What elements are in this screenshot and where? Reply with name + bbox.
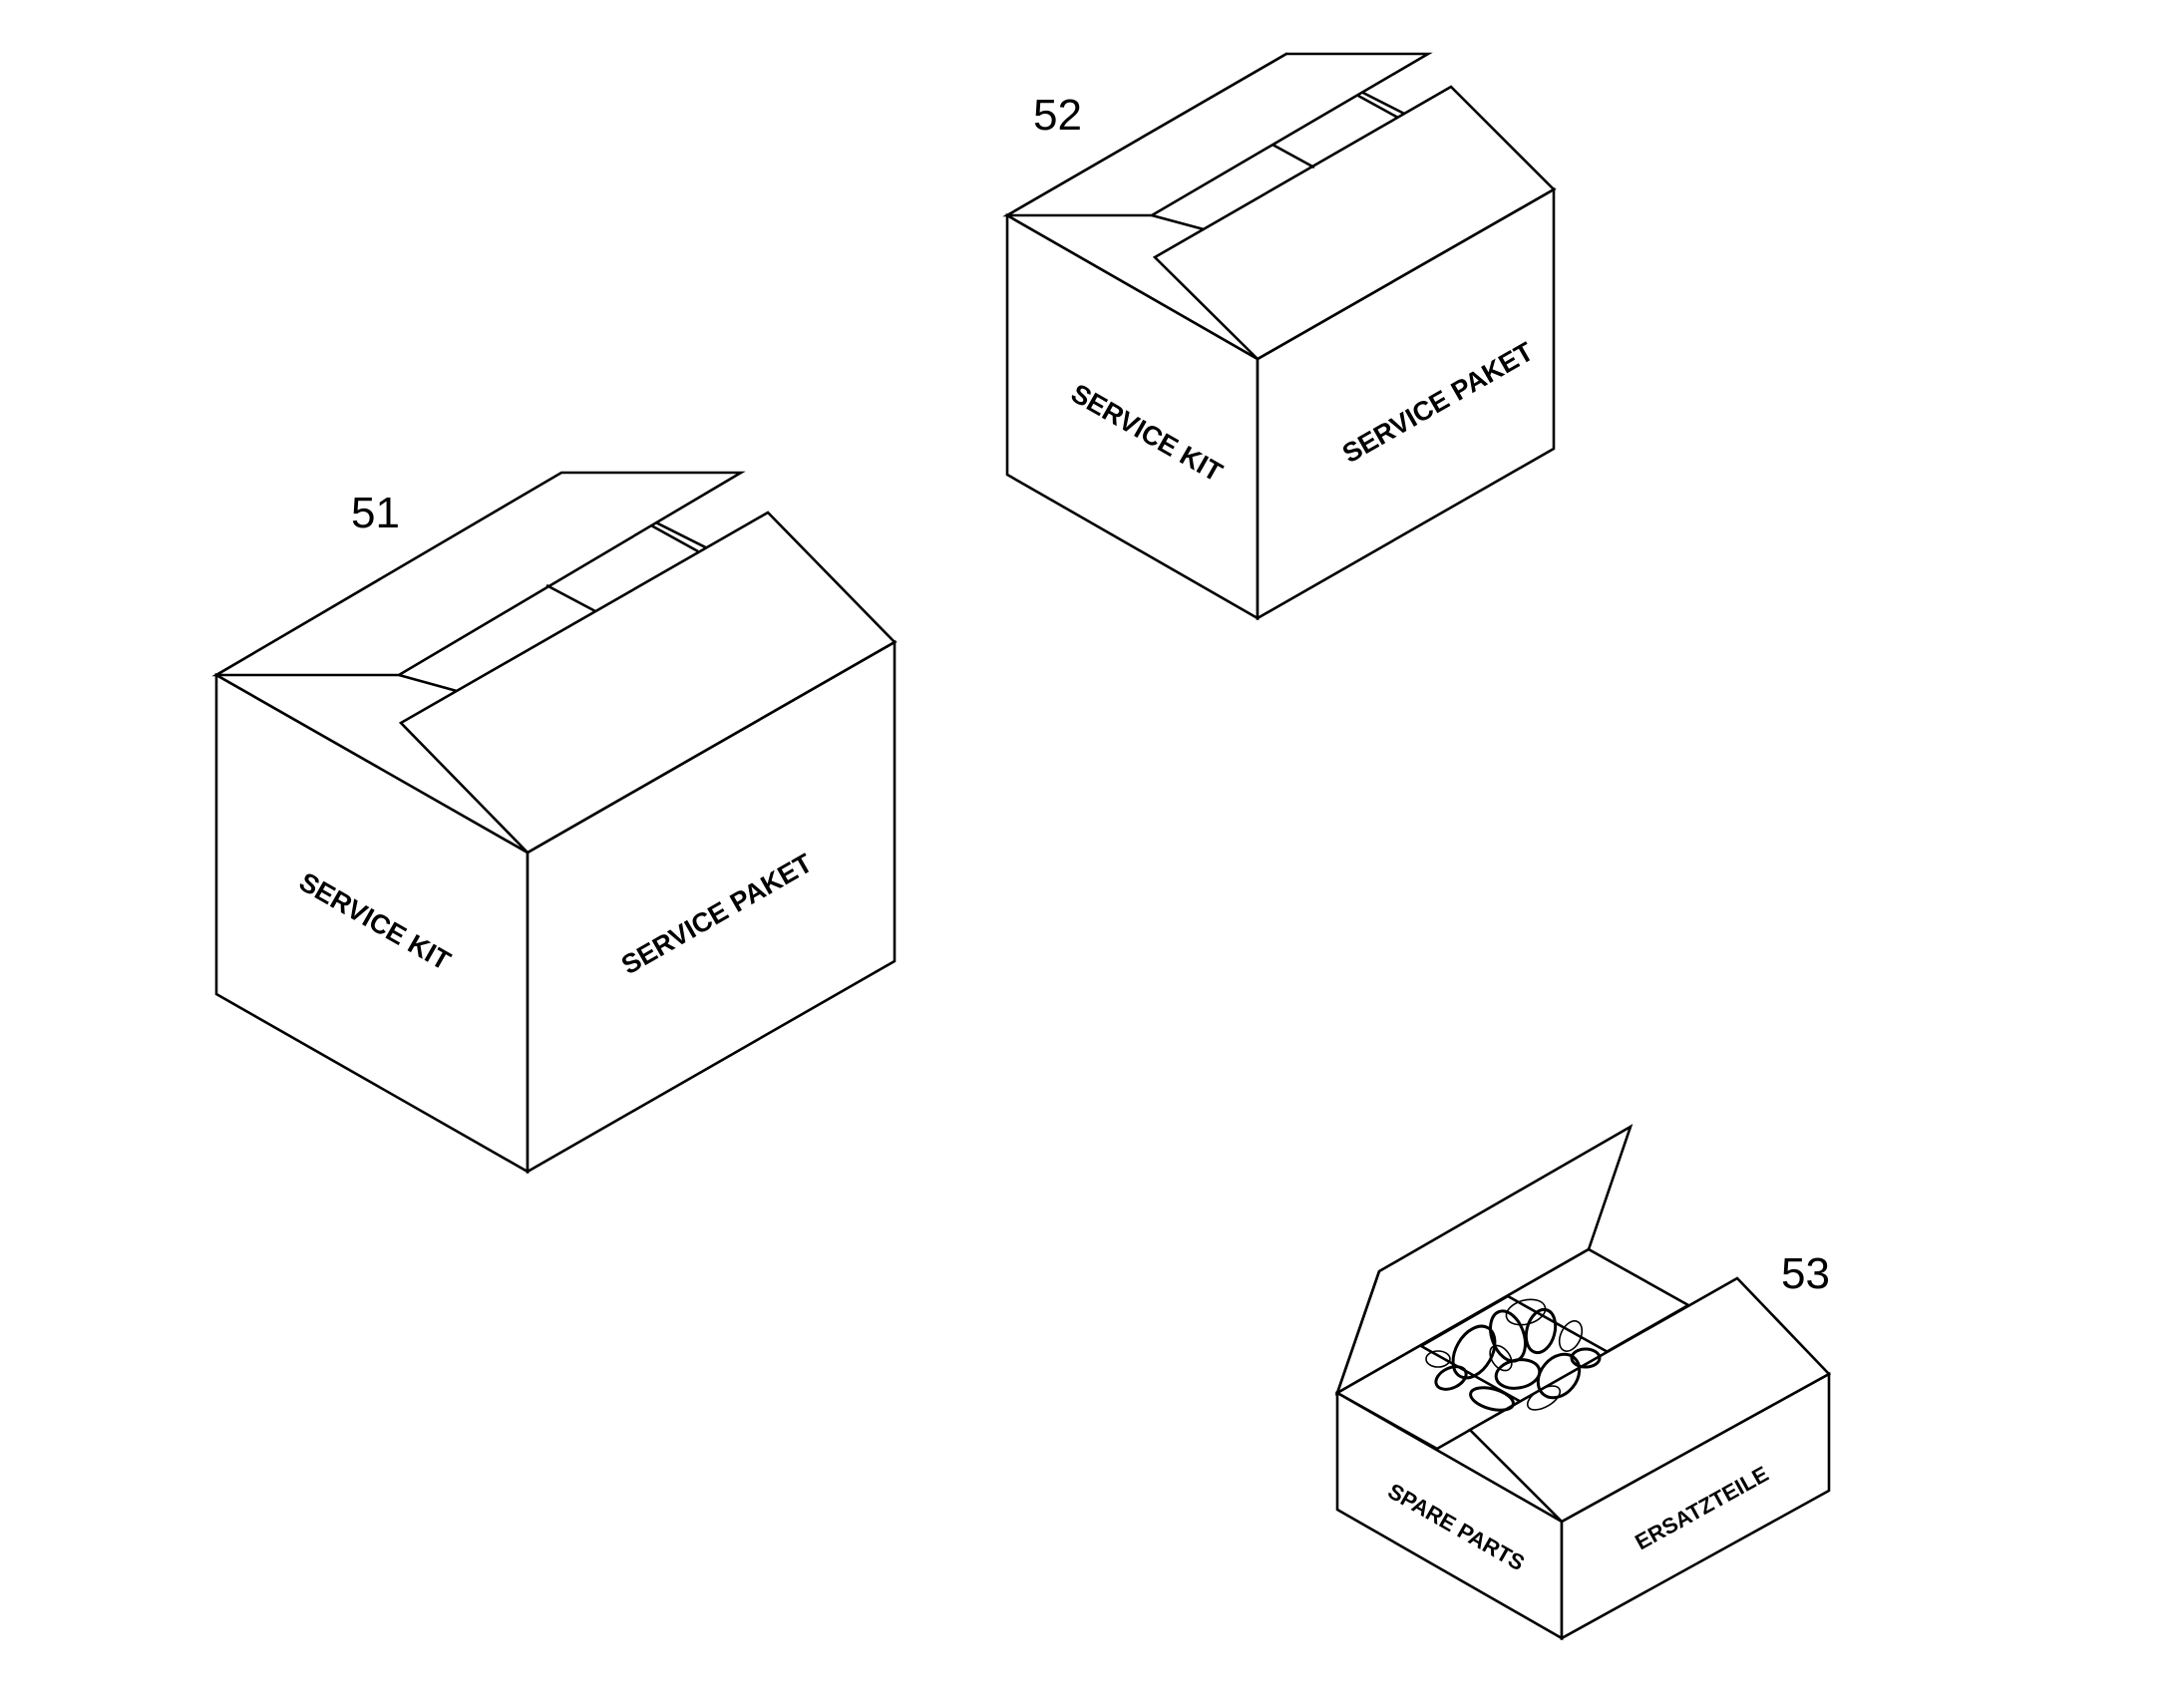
box-52-ref-number: 52 [1033, 91, 1082, 140]
box-51-ref-number: 51 [351, 489, 400, 537]
box-51-tape-line [398, 673, 458, 693]
box-52-tape-line [1357, 94, 1399, 120]
box-52: 52 SERVICE KIT SERVICE PAKET [1002, 52, 1557, 621]
box-52-tape-line [1272, 143, 1315, 170]
box-51-tape-line [545, 583, 596, 613]
box-51-back-flap [211, 471, 746, 677]
box-53-ref-number: 53 [1781, 1249, 1830, 1298]
box-52-back-flap [1002, 52, 1433, 217]
o-rings-icon [1425, 1298, 1602, 1412]
box-51-front-flap [398, 511, 898, 854]
box-52-tape-line [1151, 213, 1205, 231]
box-53: 53 SPARE PARTS ERSATZTEILE [1334, 1124, 1832, 1641]
box-51-tape-line [650, 523, 699, 553]
box-53-front-flap [1467, 1276, 1832, 1524]
box-53-left-flap-edge [1335, 1270, 1381, 1394]
box-51: 51 SERVICE KIT SERVICE PAKET [211, 471, 898, 1175]
box-52-front-flap [1152, 85, 1557, 361]
